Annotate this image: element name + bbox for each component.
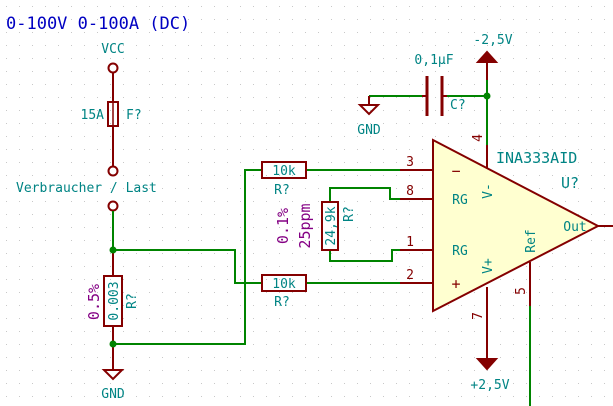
amp-part-number: INA333AID	[496, 149, 577, 167]
wire-rg-to-pin1	[329, 249, 433, 262]
pin-number-8: 8	[406, 184, 414, 199]
schematic-title: 0-100V 0-100A (DC)	[6, 14, 190, 34]
pin-label-minus: −	[451, 162, 460, 180]
input-resistor-bottom: 10k R?	[261, 274, 307, 310]
neg-rail-arrow	[475, 50, 499, 63]
gnd-left-label: GND	[101, 387, 125, 402]
shunt-ref: R?	[125, 293, 140, 309]
wire-shunt-top-to-r-bottom	[113, 249, 262, 284]
amp-triangle	[432, 138, 601, 313]
pin-label-vpos: V+	[481, 258, 496, 274]
amp-ref: U?	[561, 174, 579, 192]
r-top-value: 10k	[272, 164, 296, 179]
pin-label-plus: +	[451, 275, 460, 293]
load-terminal-bottom	[107, 200, 119, 212]
gain-resistor: 0.1% 25ppm 24,9k R?	[274, 201, 357, 251]
gnd-cap-label: GND	[357, 123, 381, 138]
pin-number-7: 7	[471, 312, 486, 320]
load-label: Verbraucher / Last	[16, 181, 157, 196]
shunt-value: 0.003	[107, 281, 122, 320]
r-top-ref: R?	[274, 183, 290, 198]
pos-rail-arrow	[475, 358, 499, 371]
gnd-cap-symbol: GND	[357, 96, 381, 138]
pin-label-ref: Ref	[524, 229, 539, 252]
r-bottom-value: 10k	[272, 277, 296, 292]
pin-label-out: Out	[563, 220, 586, 235]
rg-ref: R?	[342, 206, 357, 222]
gnd-left-arrow	[101, 369, 125, 381]
pin-label-vneg: V-	[481, 183, 496, 199]
rg-tolerance: 0.1%	[274, 208, 292, 244]
decoupling-capacitor: 0,1µF C?	[414, 53, 466, 116]
wire-shunt-bottom-to-r-top	[113, 169, 262, 345]
pin-label-rg2: RG	[452, 244, 468, 259]
rg-value: 24,9k	[324, 206, 339, 245]
pos-rail-symbol: +2,5V	[470, 358, 510, 393]
r-bottom-ref: R?	[274, 295, 290, 310]
vcc-terminal	[107, 62, 119, 74]
gnd-left-symbol: GND	[101, 344, 125, 402]
junction-shunt-top	[109, 246, 117, 254]
fuse-value: 15A	[81, 108, 105, 123]
gnd-cap-arrow	[357, 104, 381, 116]
vcc-label: VCC	[101, 42, 124, 57]
pin-number-2: 2	[406, 268, 414, 283]
junctions	[109, 92, 491, 348]
load-terminals: Verbraucher / Last	[16, 165, 157, 212]
pin-number-1: 1	[406, 235, 414, 250]
shunt-tolerance: 0.5%	[85, 284, 103, 320]
junction-neg-rail	[483, 92, 491, 100]
junction-shunt-bottom	[109, 340, 117, 348]
shunt-resistor: 0.5% 0.003 R?	[85, 250, 140, 344]
fuse-ref: F?	[126, 108, 142, 123]
neg-rail-label: -2,5V	[473, 33, 512, 48]
rg-tempco: 25ppm	[296, 203, 314, 248]
load-terminal-top	[107, 165, 119, 177]
pos-rail-label: +2,5V	[470, 378, 509, 393]
vcc-symbol: VCC	[101, 42, 125, 74]
rg-body	[321, 201, 339, 251]
cap-value: 0,1µF	[414, 53, 453, 68]
cap-ref: C?	[450, 98, 466, 113]
pin-label-rg1: RG	[452, 193, 468, 208]
pin-number-3: 3	[406, 155, 414, 170]
input-resistor-top: 10k R?	[261, 161, 307, 198]
ina333-amplifier: 3 8 1 2 4 7 5 − RG RG + V- V+ Ref Out IN…	[400, 134, 613, 359]
r-top-body	[261, 161, 307, 179]
neg-rail-symbol: -2,5V	[473, 33, 513, 80]
r-bottom-body	[261, 274, 307, 292]
fuse: 15A F?	[81, 73, 142, 167]
pin-number-4: 4	[471, 134, 486, 142]
pin-number-5: 5	[514, 287, 529, 295]
